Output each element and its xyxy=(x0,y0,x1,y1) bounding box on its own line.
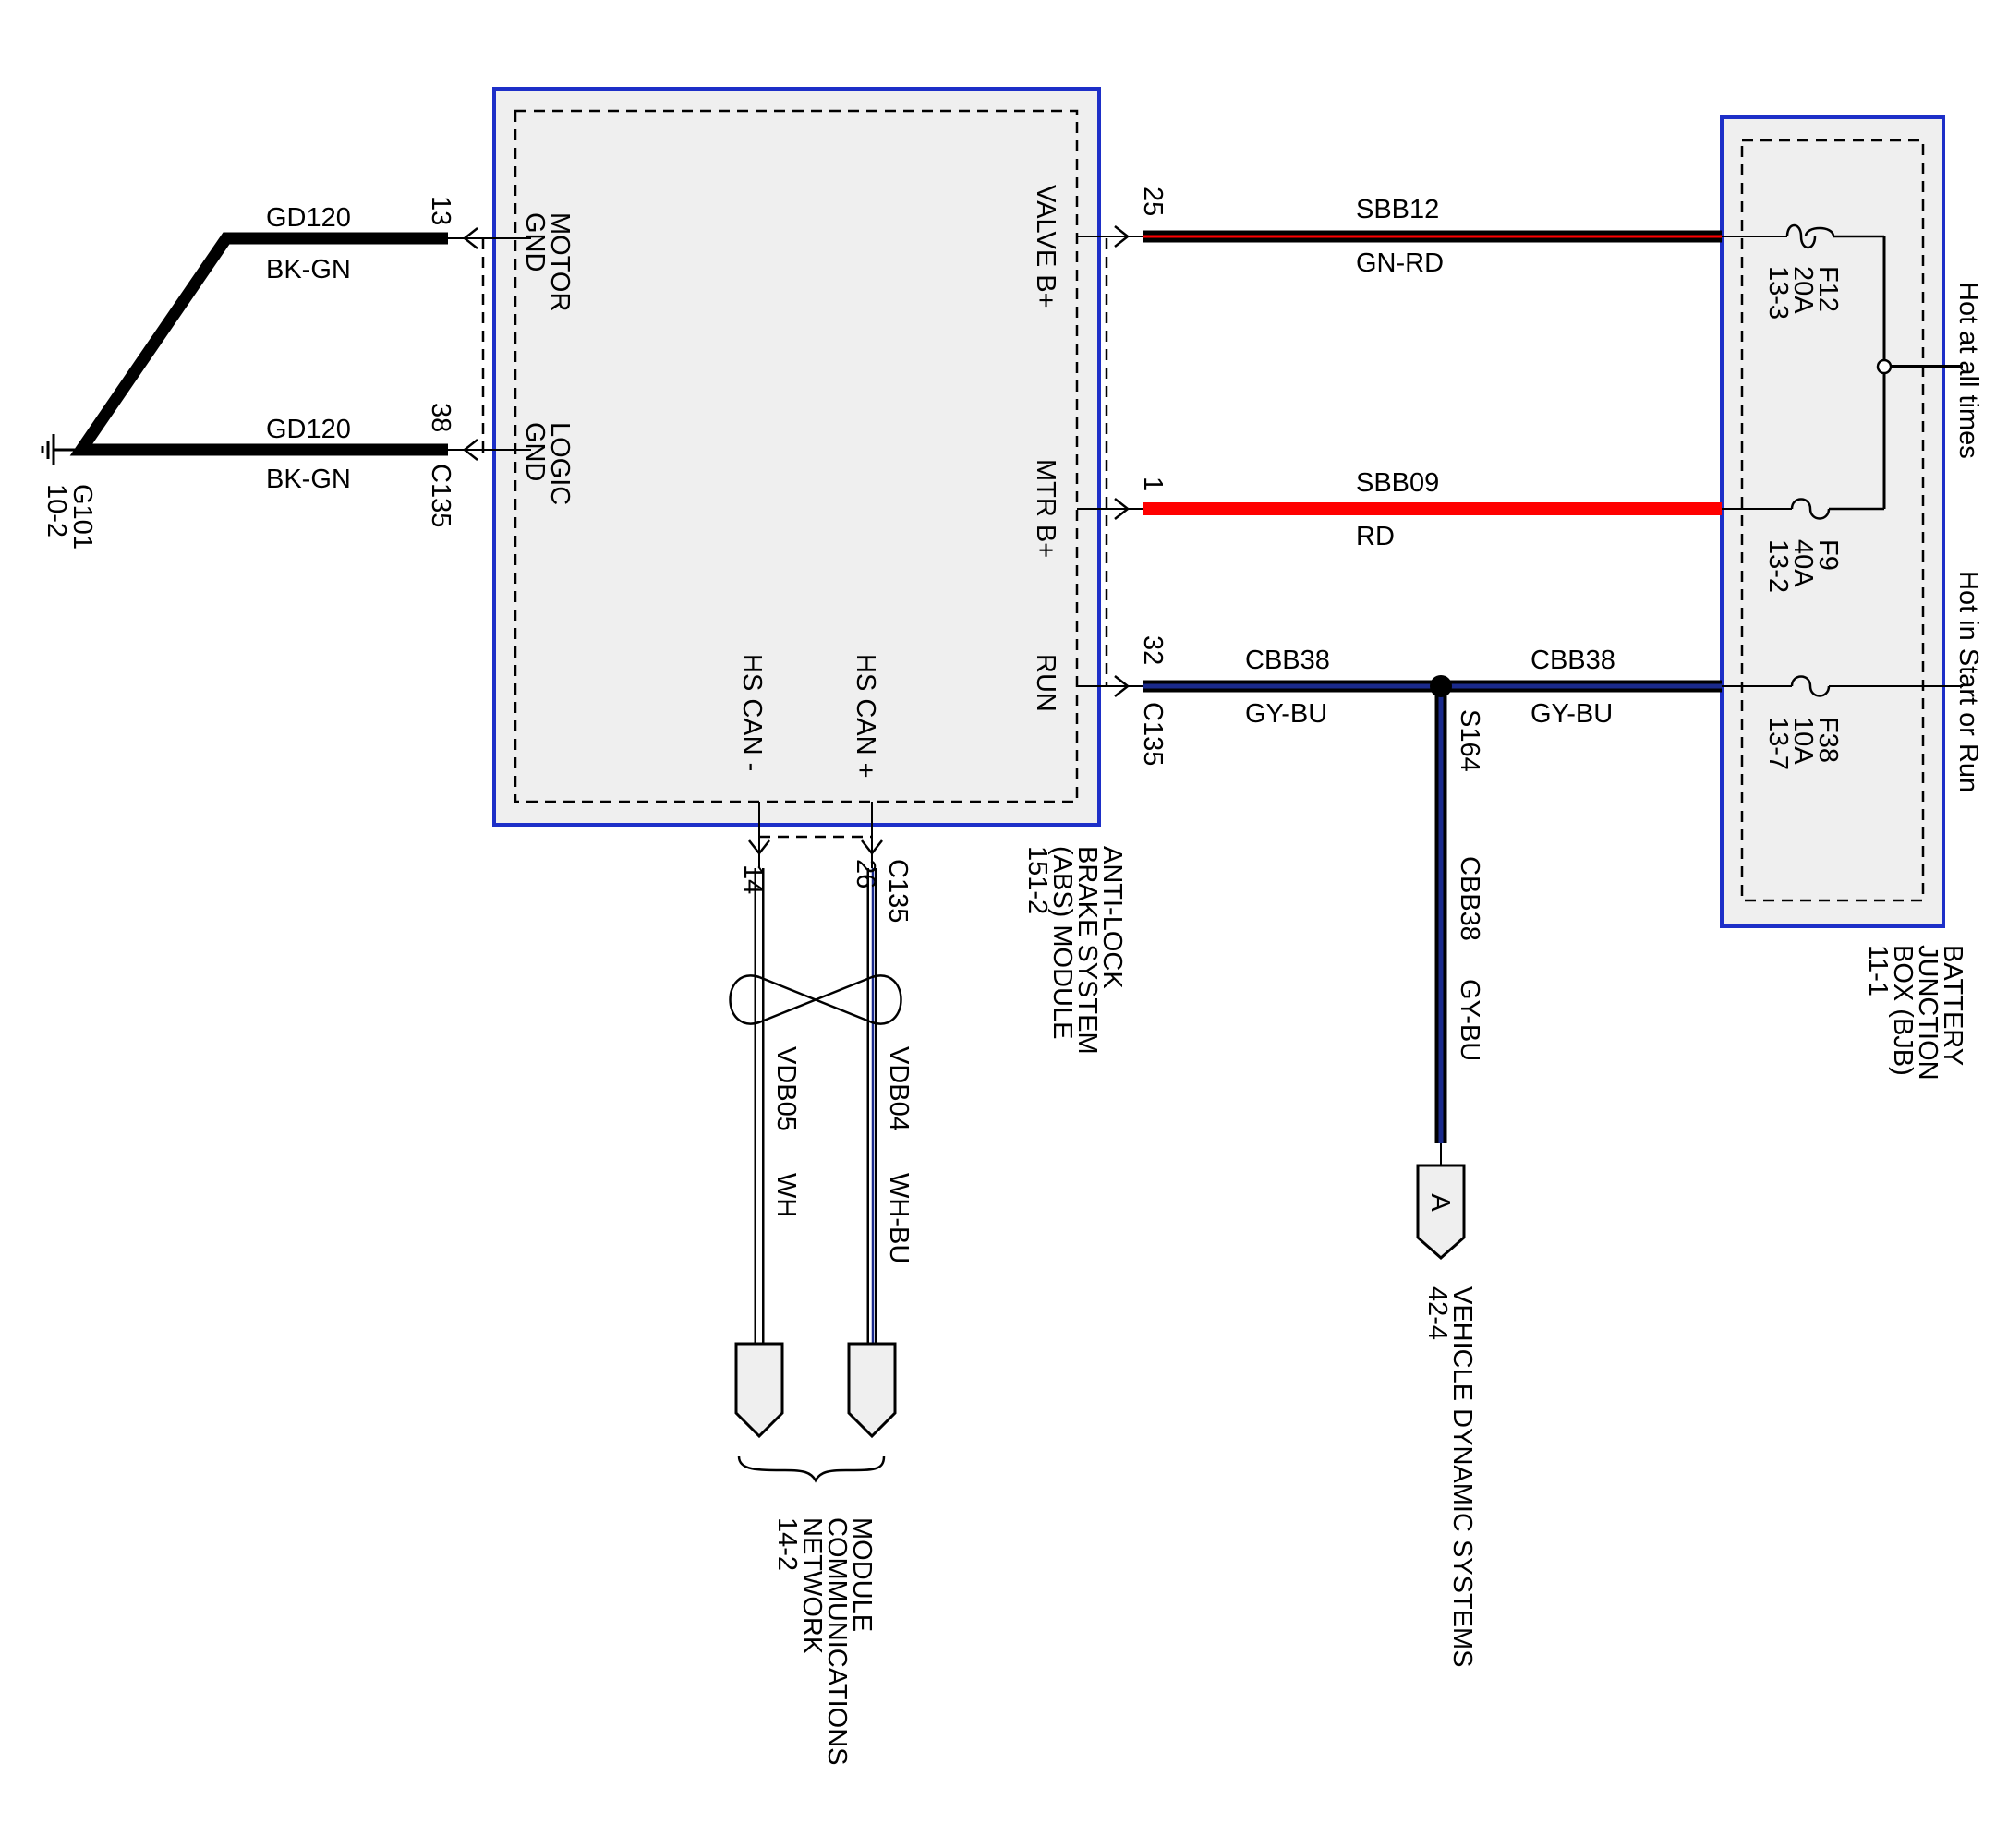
connector-a-icon[interactable] xyxy=(1416,1164,1466,1260)
wire-sbb12-circuit: SBB12 xyxy=(1356,195,1439,224)
splice-branch-circuit: CBB38 xyxy=(1455,856,1484,941)
battery-junction-box[interactable] xyxy=(1720,115,1945,928)
abs-module-inner-box xyxy=(514,109,1079,803)
network-dest-3: NETWORK xyxy=(797,1517,827,1655)
wire-vdb04[interactable] xyxy=(866,868,877,1344)
bjb-inner-box xyxy=(1740,139,1925,902)
connector-c135-right: C135 xyxy=(1138,702,1167,766)
bjb-internal-wiring xyxy=(1722,223,1963,697)
abs-module-outer-box xyxy=(492,87,1101,827)
connector-arrow-pin-14 xyxy=(748,839,770,856)
ground-symbol-icon xyxy=(41,434,81,465)
pin-number-13: 13 xyxy=(426,196,455,225)
pin-label-logic-gnd: GND xyxy=(520,422,550,481)
pin-number-14: 14 xyxy=(738,864,768,894)
fuse-f38-ref: 13-7 xyxy=(1763,717,1793,770)
ground-ref: 10-2 xyxy=(42,484,71,537)
pin-number-26: 26 xyxy=(851,859,880,888)
hot-at-all-times-label: Hot at all times xyxy=(1954,282,1983,459)
ground-wire-bk-gn[interactable] xyxy=(69,232,448,456)
abs-module-name-4: 151-2 xyxy=(1022,846,1052,914)
connector-arrow-pin-1 xyxy=(1114,498,1131,520)
abs-module-name-1: ANTI-LOCK xyxy=(1097,846,1127,989)
wire-sbb12-color: GN-RD xyxy=(1356,248,1444,278)
pin-label-hs-can-minus: HS CAN - xyxy=(737,654,767,771)
ground-id: G101 xyxy=(67,484,97,550)
bjb-outer-box xyxy=(1720,115,1945,928)
bjb-name-4: 11-1 xyxy=(1863,945,1893,996)
pin-label-run: RUN xyxy=(1031,654,1060,712)
pin-number-1: 1 xyxy=(1138,477,1167,491)
network-dest-4: 14-2 xyxy=(772,1517,802,1571)
connector-arrow-pin-25 xyxy=(1114,225,1131,248)
ground-wire-top-circuit: GD120 xyxy=(266,203,351,233)
wire-vdb04-circuit: VDB04 xyxy=(884,1046,913,1131)
network-brace-icon xyxy=(737,1455,886,1483)
hot-in-start-or-run-label: Hot in Start or Run xyxy=(1954,571,1983,792)
abs-module-name-3: (ABS) MODULE xyxy=(1047,846,1077,1039)
fuse-f38-id: F38 xyxy=(1813,717,1843,763)
splice-dot-s164 xyxy=(1430,675,1452,697)
bjb-name-3: BOX (BJB) xyxy=(1888,945,1917,1076)
fuse-f12-amps: 20A xyxy=(1788,266,1818,314)
pin-number-25: 25 xyxy=(1138,187,1167,216)
fuse-f12-ref: 13-3 xyxy=(1763,266,1793,320)
twisted-pair-icon xyxy=(729,974,902,1025)
pin-number-32: 32 xyxy=(1138,635,1167,665)
vehicle-dynamic-systems-label: VEHICLE DYNAMIC SYSTEMS xyxy=(1447,1286,1477,1668)
ground-wire-bottom-circuit: GD120 xyxy=(266,415,351,444)
fuse-f9-icon xyxy=(1790,498,1831,520)
pin-label-logic: LOGIC xyxy=(545,422,575,505)
pin-label-mtr-b: MTR B+ xyxy=(1031,459,1060,558)
network-dest-1: MODULE xyxy=(847,1517,877,1632)
wire-cbb38-right-color: GY-BU xyxy=(1530,699,1613,729)
fuse-f38-amps: 10A xyxy=(1788,717,1818,765)
bjb-name-1: BATTERY xyxy=(1938,945,1967,1066)
bjb-name-2: JUNCTION xyxy=(1913,945,1942,1081)
connector-a-label: A xyxy=(1425,1193,1455,1212)
wire-cbb38-right-circuit: CBB38 xyxy=(1530,646,1615,675)
network-connector-26-icon[interactable] xyxy=(847,1342,897,1439)
connector-arrow-pin-38 xyxy=(462,439,478,461)
connector-c135-left: C135 xyxy=(426,464,455,527)
fuse-f38-icon xyxy=(1790,675,1831,697)
fuse-f9-id: F9 xyxy=(1813,539,1843,571)
splice-branch-color: GY-BU xyxy=(1455,979,1484,1061)
fuse-f12-icon xyxy=(1785,223,1817,249)
ground-wire-top-color: BK-GN xyxy=(266,255,351,284)
ground-wire-bottom-color: BK-GN xyxy=(266,465,351,494)
network-dest-2: COMMUNICATIONS xyxy=(822,1517,852,1766)
connector-c135-bottom: C135 xyxy=(883,859,913,923)
pin-label-hs-can-plus: HS CAN + xyxy=(851,654,880,779)
connector-arrow-pin-26 xyxy=(861,839,883,856)
wire-vdb04-color: WH-BU xyxy=(884,1173,913,1263)
fuse-f12-id: F12 xyxy=(1813,266,1843,312)
wire-sbb09-circuit: SBB09 xyxy=(1356,468,1439,498)
abs-module[interactable] xyxy=(492,87,1101,827)
wire-cbb38-color: GY-BU xyxy=(1245,699,1327,729)
connector-arrow-pin-32 xyxy=(1114,675,1131,697)
fuse-f9-amps: 40A xyxy=(1788,539,1818,587)
fuse-f9-ref: 13-2 xyxy=(1763,539,1793,593)
vehicle-dynamic-systems-ref: 42-4 xyxy=(1422,1286,1452,1340)
splice-id: S164 xyxy=(1455,709,1484,772)
wire-sbb09-color: RD xyxy=(1356,522,1395,551)
wire-vdb05-circuit: VDB05 xyxy=(771,1046,801,1131)
pin-label-valve-b: VALVE B+ xyxy=(1031,185,1060,308)
wire-cbb38-circuit: CBB38 xyxy=(1245,646,1330,675)
abs-module-name-2: BRAKE SYSTEM xyxy=(1072,846,1102,1055)
connector-arrow-pin-13 xyxy=(462,227,478,249)
pin-number-38: 38 xyxy=(426,403,455,432)
network-connector-14-icon[interactable] xyxy=(734,1342,784,1439)
wire-vdb05-color: WH xyxy=(771,1173,801,1217)
pin-label-motor-gnd: GND xyxy=(520,212,550,272)
pin-label-motor: MOTOR xyxy=(545,212,575,311)
